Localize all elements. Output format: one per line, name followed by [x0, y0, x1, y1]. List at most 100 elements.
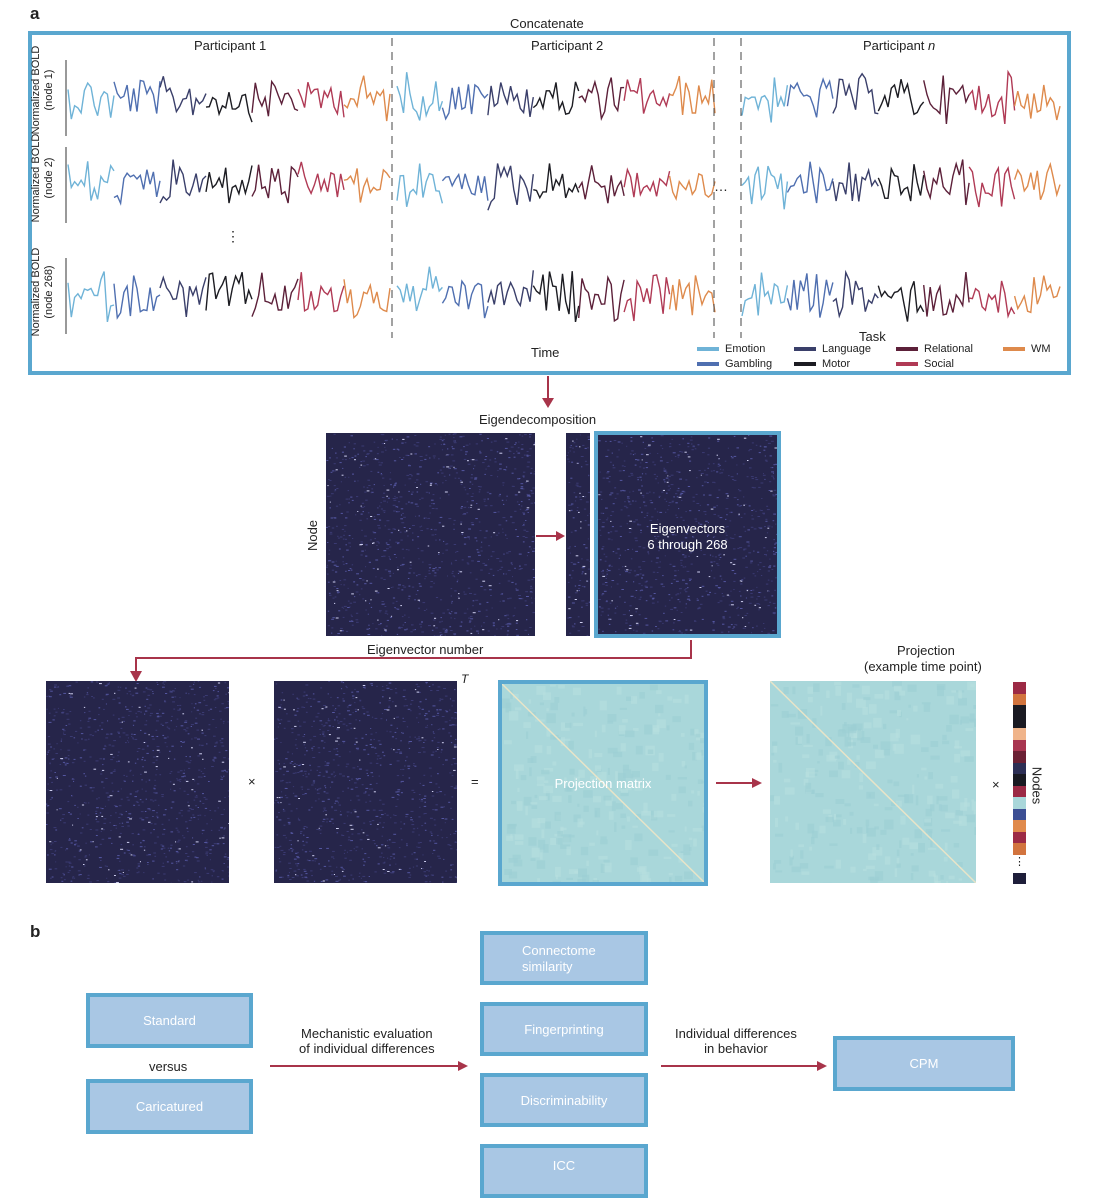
matrix-cell [667, 475, 669, 477]
matrix-cell [598, 440, 601, 442]
matrix-cell [609, 461, 612, 463]
matrix-cell [534, 794, 538, 799]
matrix-cell [222, 720, 225, 722]
matrix-cell [630, 558, 633, 560]
matrix-cell [169, 781, 172, 783]
matrix-cell [685, 607, 687, 609]
matrix-cell [772, 495, 776, 497]
matrix-cell [436, 690, 440, 691]
matrix-cell [283, 699, 285, 701]
matrix-cell [218, 829, 220, 831]
matrix-cell [708, 463, 710, 465]
matrix-cell [517, 452, 521, 454]
matrix-cell [764, 627, 766, 629]
matrix-cell [285, 797, 289, 799]
matrix-cell [707, 522, 709, 524]
matrix-cell [580, 846, 589, 856]
matrix-cell [608, 565, 611, 567]
matrix-cell [897, 794, 907, 797]
matrix-cell [740, 583, 743, 585]
matrix-cell [314, 860, 316, 862]
matrix-cell [450, 742, 453, 744]
matrix-cell [107, 796, 110, 798]
matrix-cell [576, 510, 579, 511]
matrix-cell [600, 607, 604, 609]
matrix-cell [312, 746, 315, 747]
matrix-cell [942, 740, 950, 745]
matrix-cell [634, 500, 637, 502]
matrix-cell [707, 454, 710, 456]
matrix-cell [694, 620, 697, 622]
matrix-cell [324, 707, 327, 709]
matrix-cell [694, 448, 697, 450]
matrix-cell [152, 691, 154, 692]
matrix-cell [83, 696, 86, 698]
matrix-cell [389, 472, 391, 474]
matrix-cell [332, 850, 335, 852]
matrix-cell [312, 698, 316, 700]
matrix-cell [318, 771, 322, 773]
matrix-cell [399, 752, 403, 754]
matrix-cell [656, 535, 660, 537]
matrix-cell [606, 568, 609, 570]
matrix-cell [748, 552, 752, 554]
matrix-cell [599, 559, 602, 561]
matrix-cell [451, 446, 453, 448]
matrix-cell [405, 549, 408, 551]
matrix-cell [509, 597, 512, 599]
matrix-cell [459, 625, 462, 627]
matrix-cell [697, 444, 700, 446]
matrix-cell [98, 707, 101, 709]
matrix-cell [162, 686, 165, 688]
matrix-cell [689, 460, 692, 462]
matrix-cell [721, 593, 723, 594]
matrix-cell [401, 565, 404, 567]
matrix-cell [387, 497, 390, 499]
matrix-cell [739, 580, 742, 582]
matrix-cell [359, 720, 361, 722]
bold-trace-segment [832, 269, 879, 319]
matrix-cell [288, 849, 291, 851]
matrix-cell [372, 840, 375, 841]
matrix-cell [88, 802, 90, 804]
matrix-cell [410, 817, 412, 818]
matrix-cell [518, 504, 520, 506]
matrix-cell [397, 749, 400, 751]
nodes-label: Nodes [1029, 766, 1045, 804]
matrix-cell [696, 556, 699, 557]
matrix-cell [680, 564, 683, 566]
matrix-cell [293, 709, 295, 711]
matrix-cell [539, 796, 548, 801]
matrix-cell [729, 511, 732, 513]
matrix-cell [173, 790, 176, 792]
matrix-cell [395, 497, 398, 499]
matrix-cell [179, 697, 181, 699]
legend-swatch [794, 362, 816, 366]
discriminability-box: Discriminability [480, 1073, 648, 1127]
matrix-cell [594, 753, 603, 758]
matrix-cell [352, 712, 354, 714]
matrix-cell [606, 573, 608, 575]
matrix-cell [383, 512, 386, 513]
matrix-cell [316, 789, 319, 791]
matrix-cell [213, 871, 215, 873]
matrix-cell [670, 484, 674, 486]
matrix-cell [454, 590, 457, 592]
matrix-cell [160, 844, 163, 846]
matrix-cell [80, 832, 83, 834]
matrix-cell [725, 534, 728, 536]
matrix-cell [649, 499, 652, 501]
matrix-cell [357, 766, 359, 768]
matrix-cell [689, 510, 692, 512]
bold-trace-segment [159, 159, 207, 204]
matrix-cell [370, 728, 372, 729]
matrix-cell [405, 813, 409, 815]
matrix-cell [439, 791, 442, 793]
matrix-cell [144, 846, 146, 848]
matrix-cell [523, 513, 526, 515]
matrix-cell [699, 523, 703, 525]
matrix-cell [361, 445, 365, 447]
matrix-cell [153, 829, 155, 831]
matrix-cell [748, 602, 752, 604]
matrix-cell [414, 629, 416, 631]
